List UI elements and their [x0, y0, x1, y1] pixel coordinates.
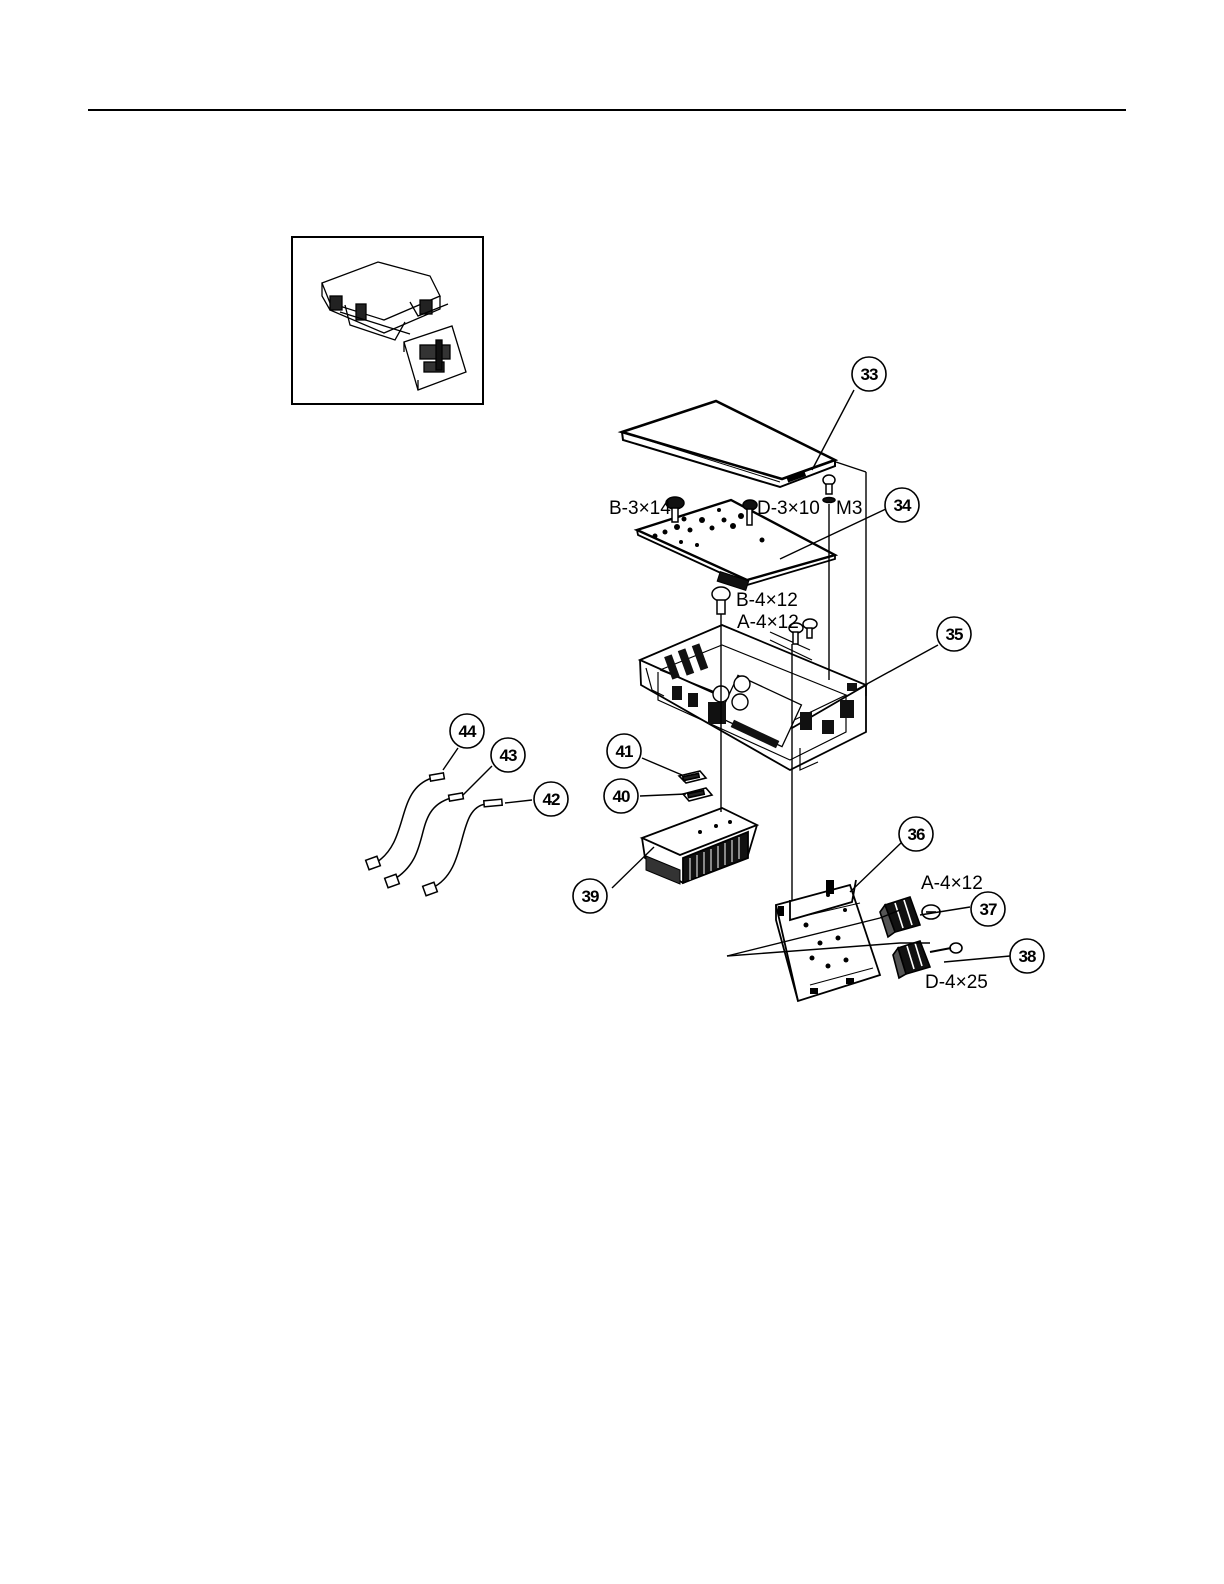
callout-38-label: 38 [1019, 947, 1036, 966]
callout-34-label: 34 [894, 496, 912, 515]
callout-40-label: 40 [613, 787, 630, 806]
callout-39-label: 39 [582, 887, 599, 906]
callout-44-label: 44 [459, 722, 477, 741]
label-m3: M3 [836, 498, 862, 519]
label-b-3x14: B-3×14 [609, 498, 671, 519]
callout-37-label: 37 [980, 900, 997, 919]
callout-42-label: 42 [543, 790, 560, 809]
callout-35-label: 35 [946, 625, 963, 644]
part-33-top-cover [622, 401, 835, 487]
callout-37: 37 [971, 892, 1005, 926]
callout-35: 35 [937, 617, 971, 651]
callout-43: 43 [491, 738, 525, 772]
part-39-heat-sink [642, 808, 757, 884]
callout-36: 36 [899, 817, 933, 851]
callout-40: 40 [604, 779, 638, 813]
label-a-4x12-right: A-4×12 [921, 873, 983, 894]
callout-43-label: 43 [500, 746, 517, 765]
part-37-38-terminal-blocks [880, 897, 962, 978]
callout-41-label: 41 [616, 742, 633, 761]
wire-harnesses [366, 773, 503, 896]
label-b-4x12: B-4×12 [736, 590, 798, 611]
callout-36-label: 36 [908, 825, 925, 844]
callout-38: 38 [1010, 939, 1044, 973]
inset-assembly-illustration [322, 262, 466, 390]
callout-41: 41 [607, 734, 641, 768]
callout-34: 34 [885, 488, 919, 522]
label-a-4x12-top: A-4×12 [737, 612, 799, 633]
callout-44: 44 [450, 714, 484, 748]
callout-42: 42 [534, 782, 568, 816]
callout-33: 33 [852, 357, 886, 391]
label-d-3x10: D-3×10 [757, 498, 820, 519]
label-d-4x25: D-4×25 [925, 972, 988, 993]
callout-33-label: 33 [861, 365, 878, 384]
part-35-main-housing [640, 625, 866, 770]
part-40-41-thermal-pads [679, 771, 712, 801]
callout-39: 39 [573, 879, 607, 913]
